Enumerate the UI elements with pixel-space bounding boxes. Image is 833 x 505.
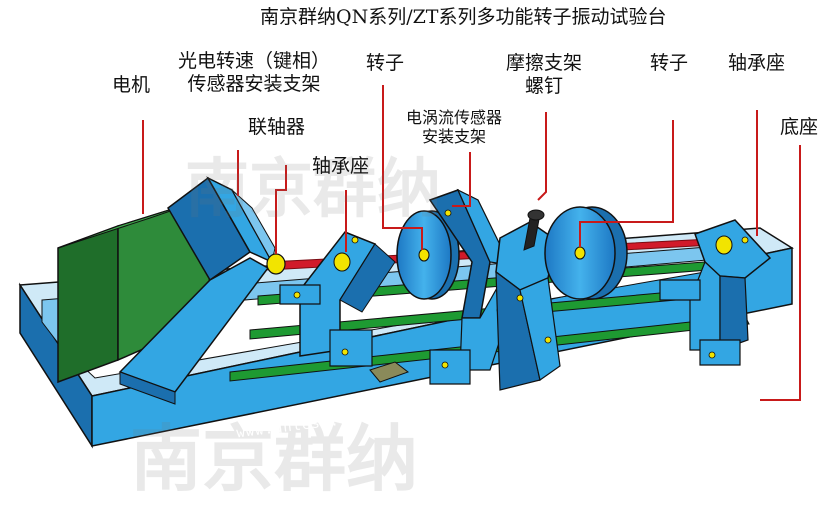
rotor-left bbox=[396, 210, 460, 300]
bearing-seat-left bbox=[279, 231, 396, 367]
label-motor: 电机 bbox=[112, 74, 151, 96]
label-coupling: 联轴器 bbox=[248, 116, 306, 138]
leader-rotor-right bbox=[579, 120, 674, 247]
diagram-title: 南京群纳QN系列/ZT系列多功能转子振动试验台 bbox=[260, 6, 667, 28]
bearing-seat-right bbox=[659, 219, 772, 366]
watermark-top: 南京群纳 bbox=[185, 152, 441, 227]
test-rig-diagram: 南京群纳 南京群纳 www.qntest.cn www.qn-sensor.co… bbox=[18, 6, 819, 501]
base-block bbox=[369, 361, 410, 383]
label-eddy-sensor-bracket-line1: 电涡流传感器 bbox=[406, 108, 503, 127]
label-rotor-right: 转子 bbox=[650, 52, 689, 74]
motor-mount-bracket bbox=[118, 176, 276, 405]
leader-base bbox=[760, 145, 801, 401]
leader-coupling bbox=[275, 165, 287, 254]
friction-screw bbox=[523, 209, 545, 251]
leader-eddy-sensor-bracket bbox=[452, 152, 471, 207]
label-friction-bracket-line2: 螺钉 bbox=[525, 74, 564, 97]
leader-rotor-left bbox=[382, 85, 423, 250]
coupling bbox=[266, 253, 286, 275]
watermark-bottom: 南京群纳 bbox=[130, 416, 419, 501]
label-eddy-sensor-bracket: 电涡流传感器 安装支架 bbox=[406, 108, 502, 146]
label-friction-bracket: 摩擦支架 螺钉 bbox=[506, 52, 582, 98]
leader-friction-screw bbox=[537, 112, 547, 201]
label-friction-bracket-line1: 摩擦支架 bbox=[506, 52, 583, 74]
friction-bracket bbox=[495, 221, 561, 391]
label-base: 底座 bbox=[780, 116, 819, 138]
leader-lines bbox=[142, 85, 801, 401]
label-speed-sensor-bracket: 光电转速（键相） 传感器安装支架 bbox=[178, 50, 330, 96]
label-eddy-sensor-bracket-line2: 安装支架 bbox=[422, 127, 487, 147]
label-rotor-left: 转子 bbox=[366, 52, 405, 74]
diagram-canvas bbox=[18, 85, 801, 449]
label-bearing-seat-right: 轴承座 bbox=[728, 52, 786, 74]
rotor-right bbox=[544, 206, 628, 300]
label-bearing-seat-left: 轴承座 bbox=[312, 155, 370, 177]
label-speed-sensor-bracket-line2: 传感器安装支架 bbox=[187, 72, 321, 95]
label-speed-sensor-bracket-line1: 光电转速（键相） bbox=[178, 50, 331, 72]
